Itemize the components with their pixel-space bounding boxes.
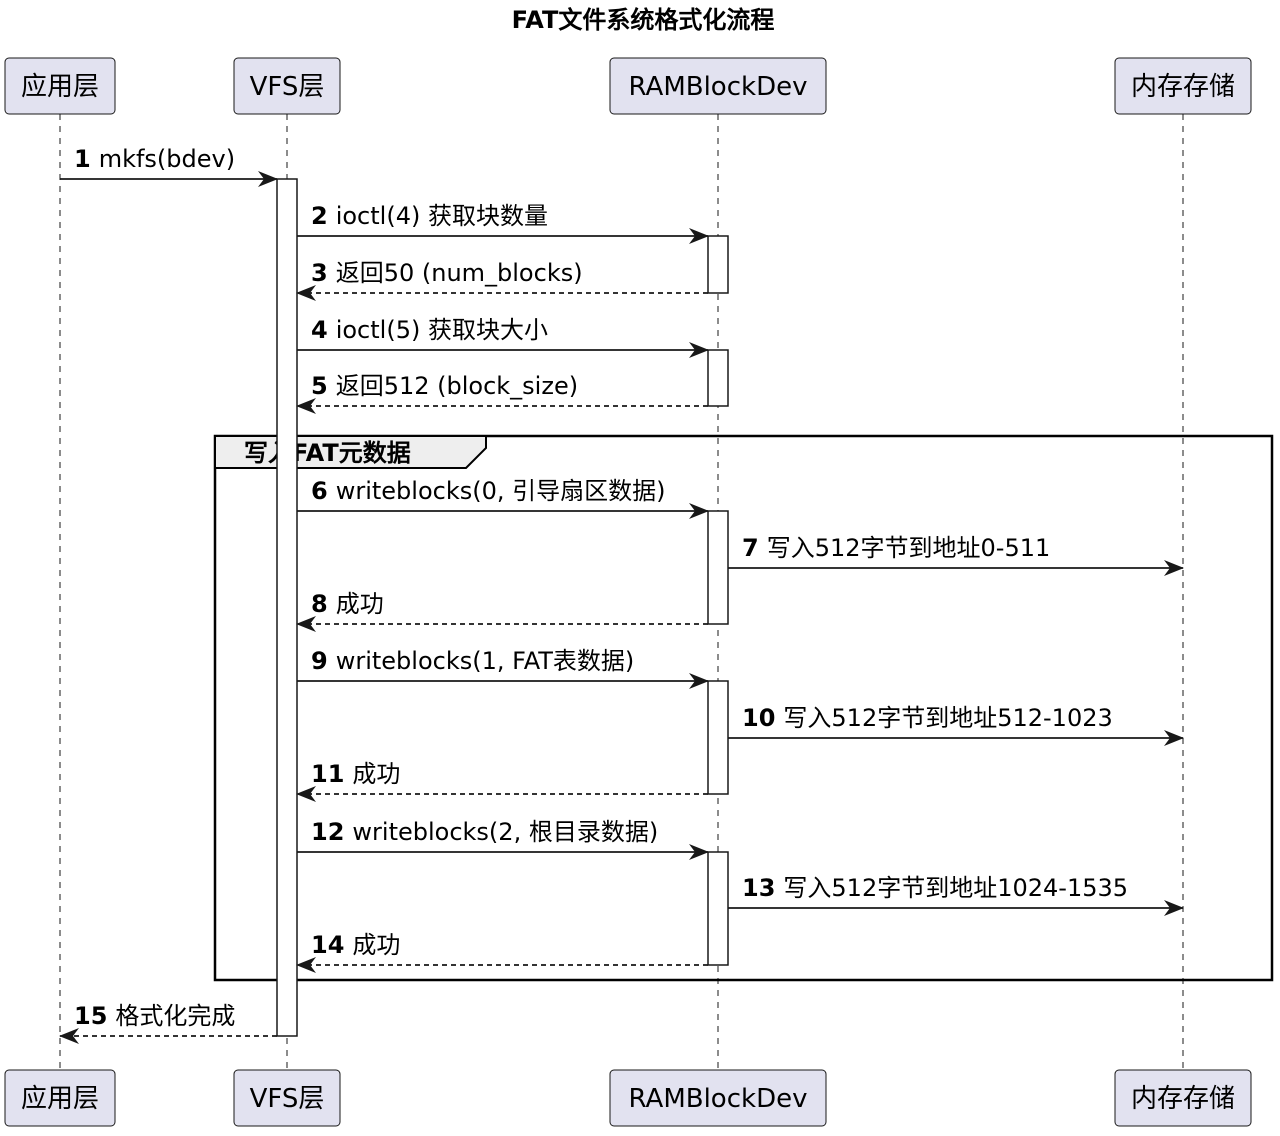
activation-bar-vfs [276,178,298,1037]
message-text: 成功 [352,760,400,788]
message-number: 4 [311,316,328,344]
message-5: 5 返回512 (block_size) [296,372,708,414]
message-number: 13 [742,874,775,902]
participant-box [1114,57,1252,115]
message-number: 8 [311,590,328,618]
participant-ram-bottom[interactable]: RAMBlockDev [609,1069,827,1127]
activation-bar-ram [707,851,729,966]
message-text: writeblocks(1, FAT表数据) [336,647,635,675]
message-15: 15 格式化完成 [59,1002,277,1044]
activation-bar-ram [707,680,729,795]
messages: 1 mkfs(bdev) 2 ioctl(4) 获取块数量 3 返回50 (num_blo… [59,145,1184,1044]
message-label: 6 writeblocks(0, 引导扇区数据) [311,477,665,505]
participant-box [233,1069,341,1127]
lifelines [59,114,1184,1070]
message-text: 成功 [352,931,400,959]
participant-label: VFS层 [250,72,325,102]
message-13: 13 写入512字节到地址1024-1535 [728,874,1184,916]
activation-bars [276,178,729,1037]
participant-label: 内存存储 [1131,1084,1235,1114]
message-label: 7 写入512字节到地址0-511 [742,534,1050,562]
message-3: 3 返回50 (num_blocks) [296,259,708,301]
participant-label: 应用层 [21,1084,99,1114]
message-label: 11 成功 [311,760,400,788]
participant-box [609,1069,827,1127]
participant-box [1114,1069,1252,1127]
participant-app-top[interactable]: 应用层 [4,57,116,115]
participant-box [4,1069,116,1127]
message-10: 10 写入512字节到地址512-1023 [728,704,1184,746]
message-text: mkfs(bdev) [99,145,235,173]
message-11: 11 成功 [296,760,708,802]
message-text: writeblocks(2, 根目录数据) [352,818,658,846]
activation-bar-ram [707,349,729,407]
message-6: 6 writeblocks(0, 引导扇区数据) [297,477,709,519]
message-2: 2 ioctl(4) 获取块数量 [297,202,709,244]
message-label: 1 mkfs(bdev) [74,145,235,173]
message-number: 9 [311,647,328,675]
message-number: 7 [742,534,759,562]
message-label: 10 写入512字节到地址512-1023 [742,704,1113,732]
participant-mem-top[interactable]: 内存存储 [1114,57,1252,115]
message-label: 2 ioctl(4) 获取块数量 [311,202,548,230]
message-text: 写入512字节到地址1024-1535 [783,874,1128,902]
message-text: ioctl(5) 获取块大小 [336,316,548,344]
message-label: 8 成功 [311,590,384,618]
message-number: 6 [311,477,328,505]
message-label: 9 writeblocks(1, FAT表数据) [311,647,634,675]
participant-box [609,57,827,115]
message-14: 14 成功 [296,931,708,973]
message-12: 12 writeblocks(2, 根目录数据) [297,818,709,860]
message-text: 写入512字节到地址0-511 [767,534,1051,562]
message-label: 4 ioctl(5) 获取块大小 [311,316,548,344]
participant-box [233,57,341,115]
group-frame-border [213,434,1274,982]
message-number: 3 [311,259,328,287]
participant-app-bottom[interactable]: 应用层 [4,1069,116,1127]
participant-label: 内存存储 [1131,72,1235,102]
message-text: 格式化完成 [115,1002,235,1030]
participant-mem-bottom[interactable]: 内存存储 [1114,1069,1252,1127]
participant-ram-top[interactable]: RAMBlockDev [609,57,827,115]
participant-vfs-bottom[interactable]: VFS层 [233,1069,341,1127]
participant-label: RAMBlockDev [629,1084,808,1114]
group-label: 写入FAT元数据 [244,439,411,467]
activation-bar-ram [707,510,729,625]
message-label: 13 写入512字节到地址1024-1535 [742,874,1128,902]
message-label: 3 返回50 (num_blocks) [311,259,583,287]
message-text: writeblocks(0, 引导扇区数据) [336,477,666,505]
message-8: 8 成功 [296,590,708,632]
participant-label: VFS层 [250,1084,325,1114]
participant-label: RAMBlockDev [629,72,808,102]
participants: 应用层应用层VFS层VFS层RAMBlockDevRAMBlockDev内存存储… [4,57,1252,1127]
activation-bar-ram [707,235,729,294]
message-7: 7 写入512字节到地址0-511 [728,534,1184,576]
participant-vfs-top[interactable]: VFS层 [233,57,341,115]
message-label: 14 成功 [311,931,400,959]
message-number: 2 [311,202,328,230]
message-number: 12 [311,818,344,846]
message-number: 1 [74,145,91,173]
participant-label: 应用层 [21,72,99,102]
message-text: 返回512 (block_size) [336,372,578,400]
message-text: 成功 [336,590,384,618]
message-4: 4 ioctl(5) 获取块大小 [297,316,709,358]
diagram-title: FAT文件系统格式化流程 [512,6,775,34]
message-number: 11 [311,760,344,788]
message-number: 10 [742,704,775,732]
message-label: 12 writeblocks(2, 根目录数据) [311,818,658,846]
message-number: 14 [311,931,344,959]
message-9: 9 writeblocks(1, FAT表数据) [297,647,709,689]
message-label: 15 格式化完成 [74,1002,235,1030]
message-text: 返回50 (num_blocks) [336,259,583,287]
message-number: 15 [74,1002,107,1030]
message-text: 写入512字节到地址512-1023 [783,704,1112,732]
message-1: 1 mkfs(bdev) [60,145,278,187]
message-number: 5 [311,372,328,400]
message-label: 5 返回512 (block_size) [311,372,578,400]
participant-box [4,57,116,115]
message-text: ioctl(4) 获取块数量 [336,202,548,230]
